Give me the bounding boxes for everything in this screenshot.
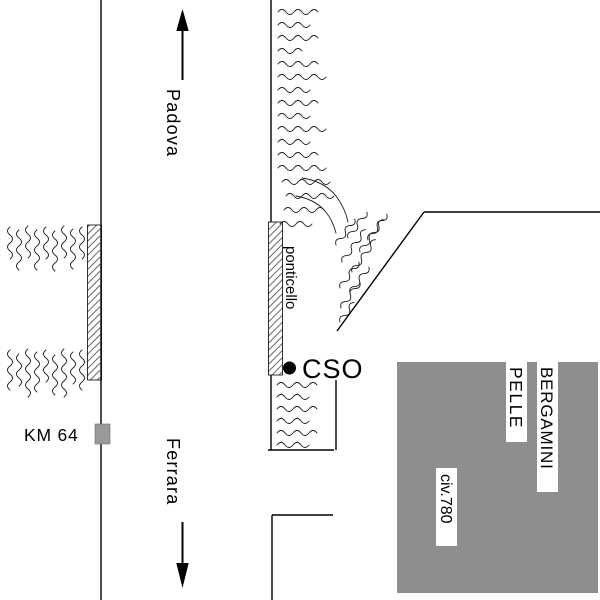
label-km64: KM 64 [24,425,79,445]
label-ponticello: ponticello [282,246,299,309]
cso-point-marker [283,361,296,375]
label-ferrara: Ferrara [163,438,183,505]
vegetation-canal-top [277,9,335,227]
direction-arrow-north [176,9,189,80]
vegetation-diagonal [295,177,388,323]
vegetation-left-upper [7,225,85,272]
label-cso: CSO [302,354,364,384]
civic-label-box [436,468,457,546]
label-pelle: PELLE [506,367,526,429]
diagonal-road-edge [336,211,425,332]
vegetation-canal-bottom [276,382,318,448]
building-block [397,362,598,593]
pelle-label-box [506,362,527,442]
km-marker [94,423,111,445]
label-civic-780: civ.780 [437,474,454,524]
direction-arrow-south [176,522,189,588]
label-padova: Padova [163,89,183,157]
left-hatched-platform [87,224,102,381]
south-arrowhead-icon [176,563,189,588]
label-bergamini: BERGAMINI [537,367,556,470]
bergamini-label-box [537,362,558,492]
bridge-ponticello [268,221,283,376]
vegetation-left-lower [7,348,85,398]
north-arrowhead-icon [176,9,189,31]
bottom-street-corner [271,514,333,600]
